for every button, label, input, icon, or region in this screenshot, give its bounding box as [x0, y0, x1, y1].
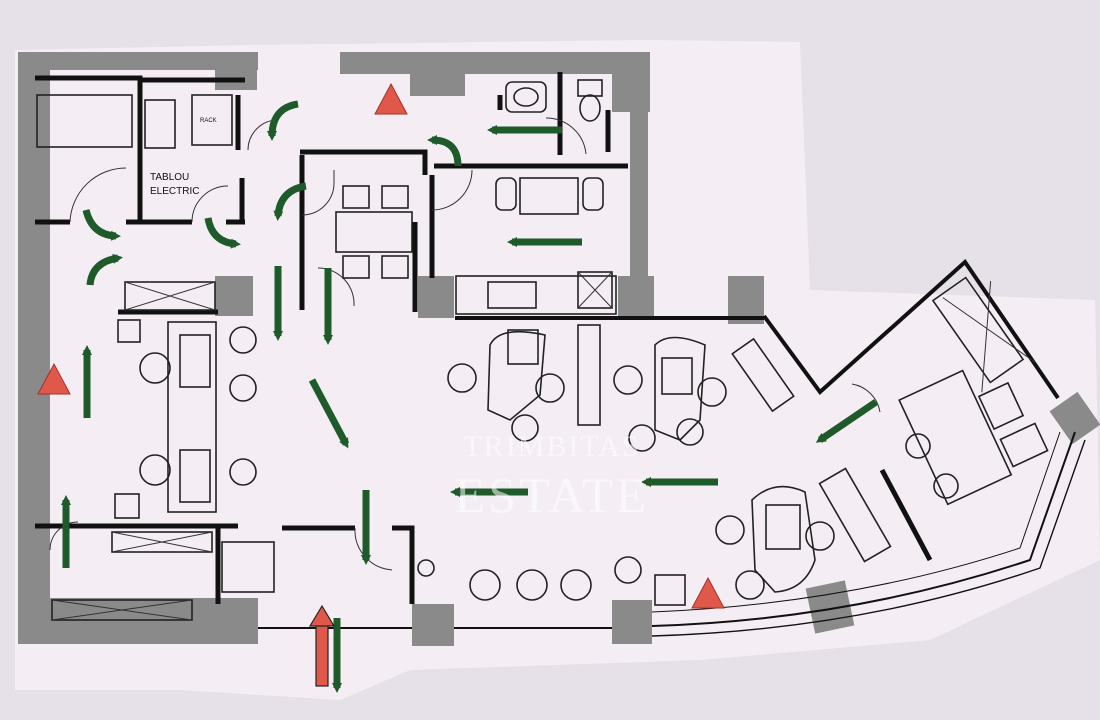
- paper-sheet: [15, 40, 1100, 700]
- electric-panel-label: TABLOU: [150, 172, 189, 183]
- fire-extinguisher-triangle-icon: [37, 362, 71, 395]
- electric-panel-label-2: ELECTRIC: [150, 186, 199, 197]
- room-labels: TABLOU ELECTRIC RACK: [150, 118, 217, 197]
- rack-label: RACK: [200, 118, 217, 124]
- entry-arrow-icon: [308, 604, 336, 627]
- watermark-line-2: ESTATE: [455, 467, 650, 523]
- fire-extinguisher-triangle-icon: [691, 576, 725, 609]
- evacuation-arrow-icon: [86, 253, 123, 286]
- watermark-line-1: TRIMBITAS: [463, 430, 640, 463]
- evacuation-arrow-icon: [427, 135, 462, 167]
- evacuation-arrow-icon: [82, 209, 121, 241]
- watermark: TRIMBITAS ESTATE: [455, 430, 650, 523]
- fire-extinguisher-markers: [37, 82, 725, 609]
- outer-walls: [18, 52, 1100, 646]
- fire-extinguisher-triangle-icon: [374, 82, 408, 115]
- entry-arrow: [308, 604, 336, 687]
- evacuation-arrow-icon: [815, 399, 878, 443]
- evacuation-arrow-icon: [204, 217, 241, 249]
- interior-walls: [35, 72, 933, 604]
- evacuation-arrow-icon: [267, 100, 299, 141]
- evacuation-arrow-icon: [308, 378, 350, 449]
- evacuation-arrows: [61, 100, 878, 693]
- furniture: [36, 79, 1049, 621]
- boundary-lines: [258, 258, 1086, 637]
- door-swings: [49, 117, 881, 571]
- evacuation-arrow-icon: [273, 182, 307, 221]
